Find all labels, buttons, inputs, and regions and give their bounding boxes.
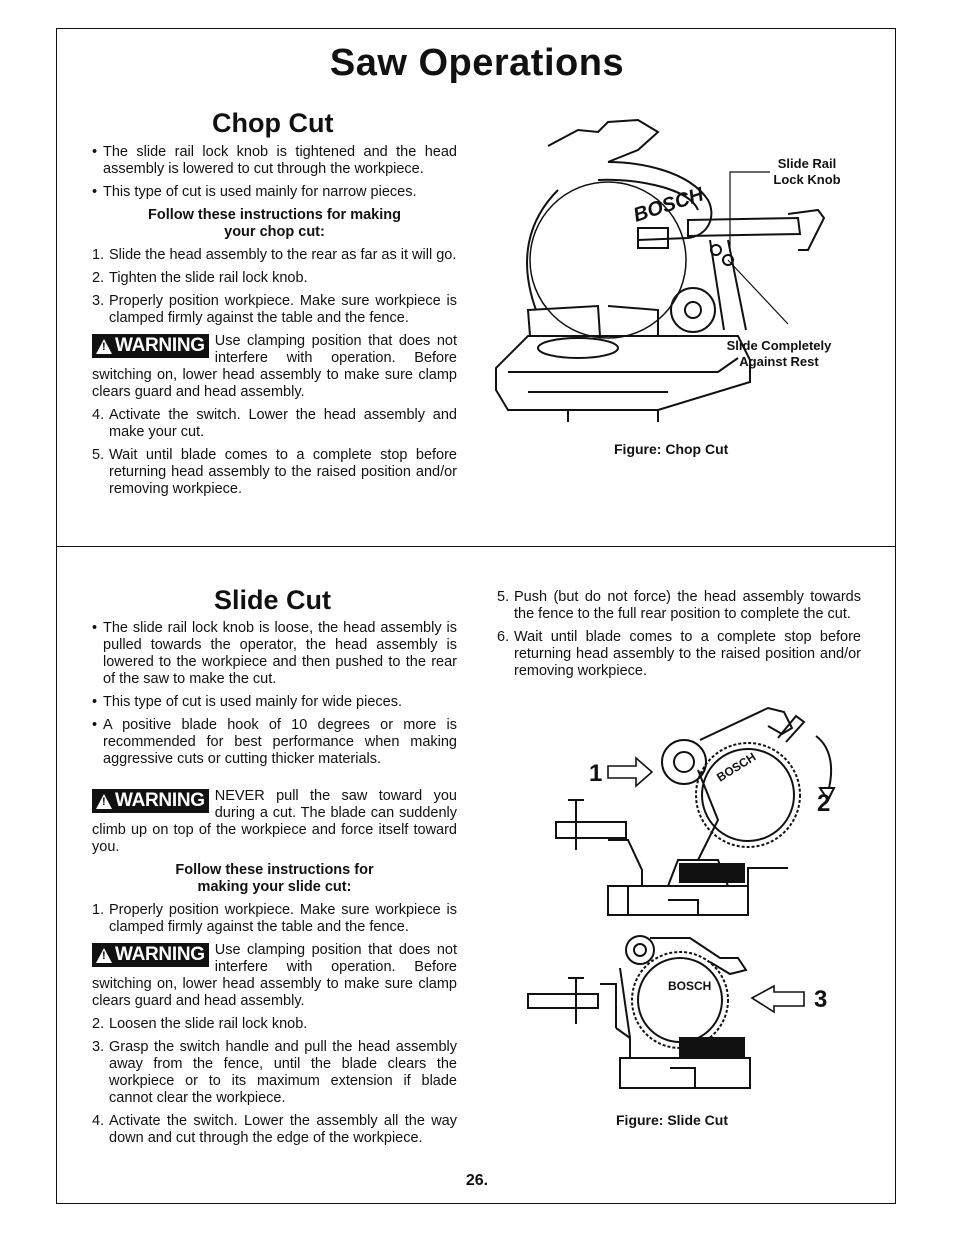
slide-step: 2.Loosen the slide rail lock knob. — [92, 1016, 308, 1032]
chop-cut-heading: Chop Cut — [212, 108, 334, 138]
slide-cut-text-right: 5.Push (but do not force) the head assem… — [497, 589, 861, 686]
slide-cut-text-left: The slide rail lock knob is loose, the h… — [92, 620, 457, 1153]
slide-figure-caption: Figure: Slide Cut — [616, 1112, 728, 1128]
page-title: Saw Operations — [329, 42, 625, 84]
chop-figure-caption: Figure: Chop Cut — [614, 441, 729, 457]
slide-instructions-heading: Follow these instructions for making you… — [175, 862, 374, 895]
warning-text: Use clamping position that does not inte… — [92, 333, 457, 400]
page-number: 26. — [465, 1172, 489, 1189]
warning-triangle-icon — [96, 947, 112, 963]
chop-step: 3.Properly position workpiece. Make sure… — [92, 293, 457, 326]
chop-step: 2.Tighten the slide rail lock knob. — [92, 270, 308, 286]
bosch-logo: BOSCH — [714, 750, 758, 785]
slide-warning-1: WARNING NEVER pull the saw toward you du… — [92, 788, 457, 856]
warning-text: NEVER pull the saw toward you during a c… — [92, 788, 457, 855]
warning-triangle-icon — [96, 338, 112, 354]
chop-cut-text: The slide rail lock knob is tightened an… — [92, 144, 457, 504]
slide-step: 5.Push (but do not force) the head assem… — [497, 589, 861, 622]
bosch-logo: BOSCH — [668, 979, 711, 993]
warning-badge: WARNING — [92, 334, 209, 358]
chop-bullet: This type of cut is used mainly for narr… — [92, 184, 457, 201]
chop-cut-illustration: BOSCH — [495, 118, 826, 422]
warning-badge: WARNING — [92, 789, 209, 813]
chop-step: 5.Wait until blade comes to a complete s… — [92, 447, 457, 497]
section-divider — [56, 546, 896, 547]
step-label-2: 2 — [817, 790, 831, 817]
slide-step: 4.Activate the switch. Lower the assembl… — [92, 1113, 457, 1146]
slide-bullet: A positive blade hook of 10 degrees or m… — [92, 717, 457, 768]
slide-step: 6.Wait until blade comes to a complete s… — [497, 629, 861, 679]
chop-instructions-heading: Follow these instructions for making you… — [148, 207, 401, 240]
slide-step: 3.Grasp the switch handle and pull the h… — [92, 1039, 457, 1106]
step-label-1: 1 — [589, 760, 603, 787]
step-label-3: 3 — [814, 986, 828, 1013]
slide-cut-illustration-pushed: BOSCH — [527, 935, 805, 1089]
slide-cut-heading: Slide Cut — [214, 585, 332, 615]
slide-step: 1.Properly position workpiece. Make sure… — [92, 902, 457, 935]
chop-bullet: The slide rail lock knob is tightened an… — [92, 144, 457, 178]
chop-step: 1.Slide the head assembly to the rear as… — [92, 247, 457, 263]
chop-warning: WARNING Use clamping position that does … — [92, 333, 457, 401]
slide-cut-illustration-pulled: BOSCH — [555, 706, 836, 916]
warning-badge: WARNING — [92, 943, 209, 967]
page-frame — [56, 28, 896, 1204]
warning-triangle-icon — [96, 793, 112, 809]
warning-text: Use clamping position that does not inte… — [92, 942, 457, 1009]
slide-bullet: The slide rail lock knob is loose, the h… — [92, 620, 457, 688]
slide-warning-2: WARNING Use clamping position that does … — [92, 942, 457, 1010]
chop-step: 4.Activate the switch. Lower the head as… — [92, 407, 457, 440]
slide-bullet: This type of cut is used mainly for wide… — [92, 694, 457, 711]
